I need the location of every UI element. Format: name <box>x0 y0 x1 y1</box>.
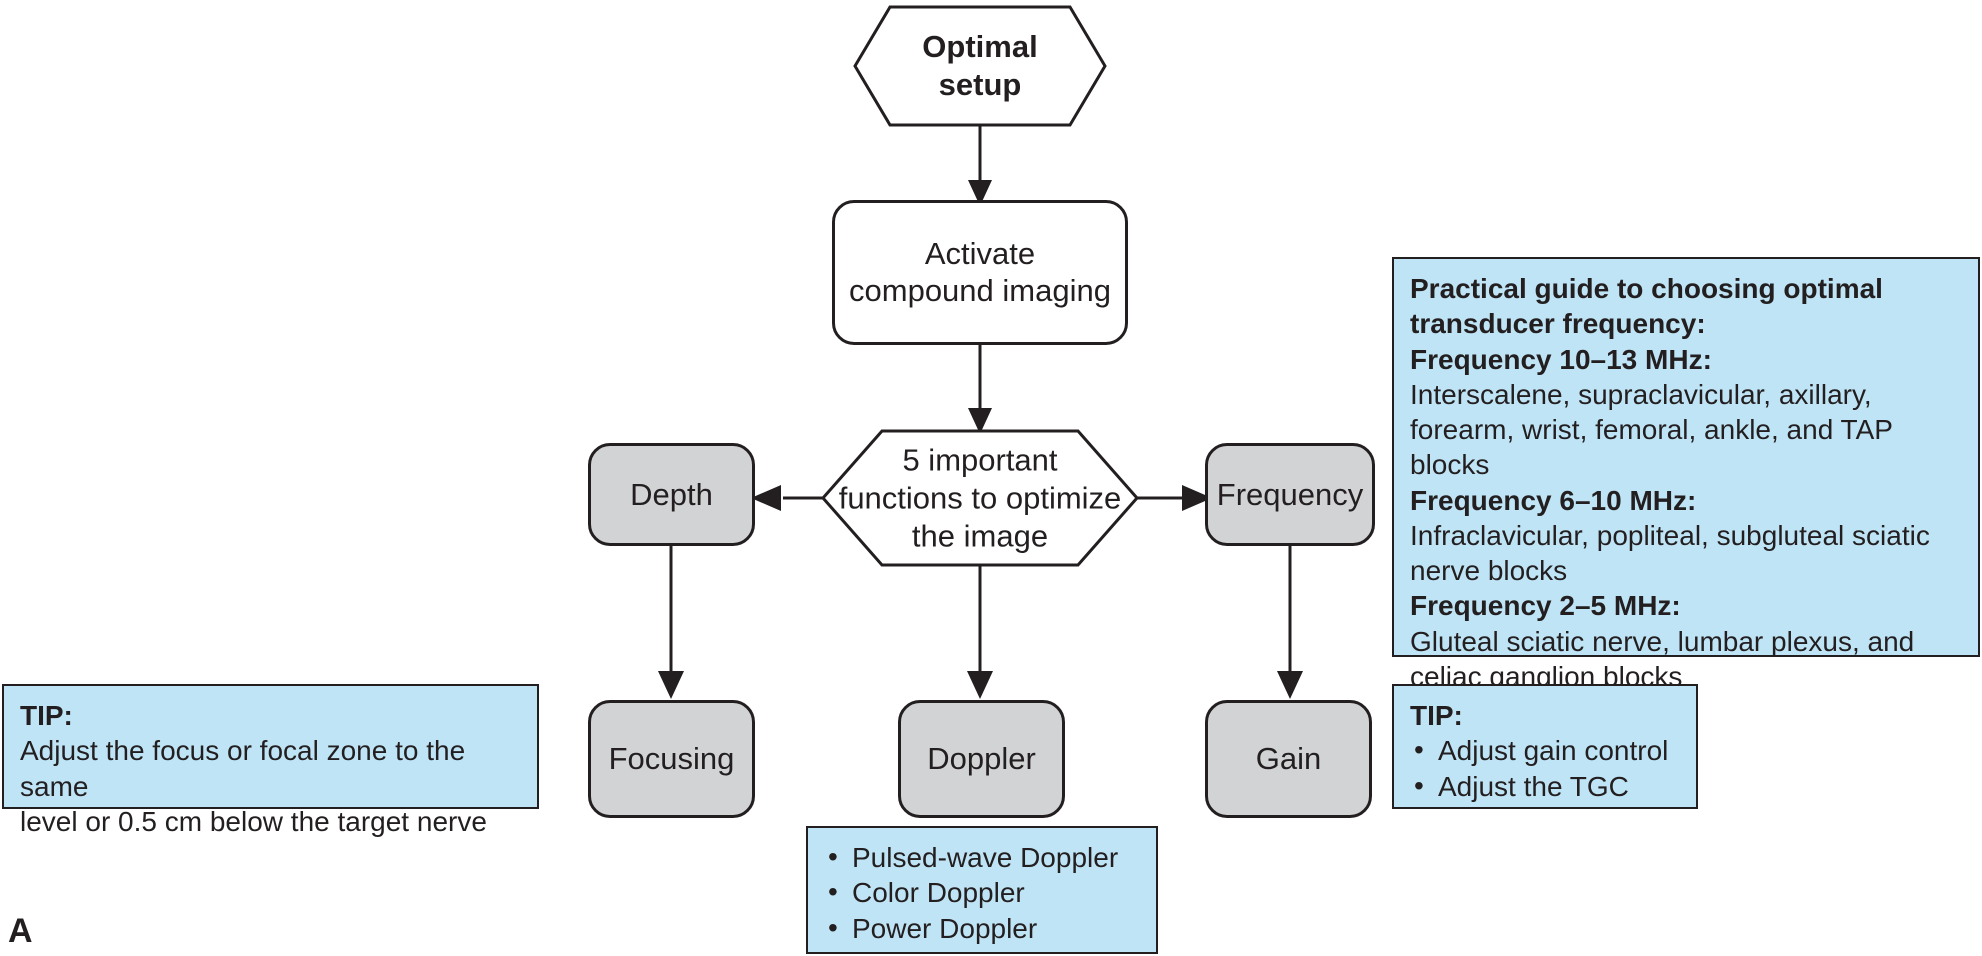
node-gain-label: Gain <box>1255 741 1322 777</box>
node-depth-label: Depth <box>630 476 713 512</box>
doppler-mode-item-1: Pulsed-wave Doppler <box>824 839 1140 875</box>
panel-letter: A <box>8 912 33 950</box>
node-doppler-label: Doppler <box>927 741 1036 777</box>
freq-guide-section2-title: Frequency 6–10 MHz: <box>1410 484 1697 516</box>
node-focusing-label: Focusing <box>608 741 735 777</box>
doppler-mode-item-2: Color Doppler <box>824 874 1140 910</box>
node-activate-line2: compound imaging <box>849 273 1111 309</box>
freq-guide-section3-title: Frequency 2–5 MHz: <box>1410 590 1681 622</box>
connector-activate-to-functions <box>955 340 1005 440</box>
freq-guide-section1-line1: Interscalene, supraclavicular, axillary, <box>1410 378 1872 410</box>
connector-functions-to-doppler <box>955 555 1005 705</box>
freq-guide-section2-line2: nerve blocks <box>1410 555 1568 587</box>
node-activate-line1: Activate <box>924 235 1036 271</box>
node-frequency[interactable]: Frequency <box>1205 443 1375 546</box>
freq-guide-section1-line2: forearm, wrist, femoral, ankle, and TAP … <box>1410 414 1893 481</box>
node-gain[interactable]: Gain <box>1205 700 1372 818</box>
focusing-tip-line2: level or 0.5 cm below the target nerve <box>20 805 487 837</box>
node-optimal-setup[interactable]: Optimal setup <box>852 4 1108 128</box>
gain-tip-title: TIP: <box>1410 700 1463 731</box>
gain-tip-item-1: Adjust gain control <box>1410 732 1680 768</box>
doppler-mode-item-3: Power Doppler <box>824 910 1140 946</box>
doppler-modes-list: Pulsed-wave Doppler Color Doppler Power … <box>824 839 1140 946</box>
info-box-gain-tip: TIP: Adjust gain control Adjust the TGC <box>1392 684 1698 809</box>
gain-tip-list: Adjust gain control Adjust the TGC <box>1410 732 1680 804</box>
connector-frequency-to-gain <box>1265 545 1315 705</box>
connector-depth-to-focusing <box>646 545 696 705</box>
freq-guide-heading-line2: transducer frequency: <box>1410 308 1706 340</box>
freq-guide-section3-line1: Gluteal sciatic nerve, lumbar plexus, an… <box>1410 625 1915 657</box>
connector-optimalsetup-to-activate <box>955 120 1005 210</box>
info-box-doppler-modes: Pulsed-wave Doppler Color Doppler Power … <box>806 826 1158 954</box>
info-box-frequency-guide: Practical guide to choosing optimal tran… <box>1392 257 1980 692</box>
node-activate-compound-imaging[interactable]: Activate compound imaging <box>832 200 1128 345</box>
node-doppler[interactable]: Doppler <box>898 700 1065 818</box>
info-box-focusing-tip: TIP: Adjust the focus or focal zone to t… <box>2 684 539 837</box>
gain-tip-item-2: Adjust the TGC <box>1410 768 1680 804</box>
node-focusing[interactable]: Focusing <box>588 700 755 818</box>
focusing-tip-line1: Adjust the focus or focal zone to the sa… <box>20 735 466 802</box>
node-frequency-label: Frequency <box>1216 476 1364 512</box>
freq-guide-section1-title: Frequency 10–13 MHz: <box>1410 343 1712 375</box>
node-five-important-functions[interactable]: 5 important functions to optimize the im… <box>820 428 1140 568</box>
focusing-tip-title: TIP: <box>20 700 73 731</box>
node-depth[interactable]: Depth <box>588 443 755 546</box>
freq-guide-heading-line1: Practical guide to choosing optimal <box>1410 273 1883 304</box>
freq-guide-section2-line1: Infraclavicular, popliteal, subgluteal s… <box>1410 519 1930 551</box>
